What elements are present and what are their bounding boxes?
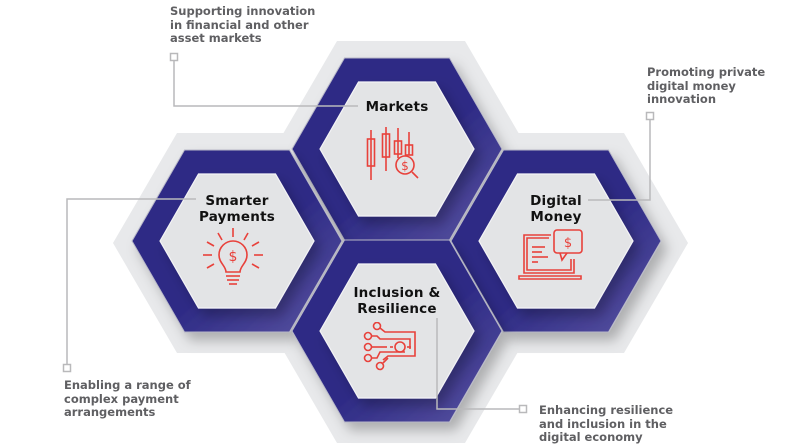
hex-title-inclusion-text: Inclusion & Resilience [353, 285, 441, 317]
callout-markets: Supporting innovation in financial and o… [170, 4, 316, 45]
markets-connector-square [169, 52, 179, 62]
callout-digital-money: Promoting private digital money innovati… [647, 65, 766, 106]
hex-title-inclusion: Inclusion & Resilience [317, 285, 477, 317]
digital-money-connector-square [645, 111, 655, 121]
hex-inner-digital-money [478, 173, 634, 309]
hex-inner-inclusion [319, 263, 475, 399]
hex-inner-markets [319, 81, 475, 217]
connector-lines [62, 52, 655, 414]
candlestick-chart-magnifier-dollar-icon: $ [366, 127, 419, 180]
hex-title-smarter-payments: Smarter Payments [157, 193, 317, 225]
markets-connector [173, 60, 358, 107]
callout-inclusion: Enhancing resilience and inclusion in th… [539, 403, 674, 444]
hex-title-smarter-payments-text: Smarter Payments [199, 193, 275, 225]
inclusion-connector [436, 318, 519, 410]
digital-money-connector [588, 119, 651, 201]
lightbulb-dollar-icon: $ [203, 228, 263, 285]
hex-title-markets: Markets [365, 99, 429, 115]
hex-title-digital-money: Digital Money [476, 193, 636, 225]
circuit-icon [363, 322, 416, 371]
inclusion-connector-square [518, 404, 528, 414]
svg-text:$: $ [401, 159, 409, 173]
hex-title-digital-money-text: Digital Money [530, 193, 582, 225]
smarter-payments-connector [66, 198, 196, 364]
laptop-dollar-chat-icon: $ [518, 229, 583, 280]
smarter-payments-connector-square [62, 363, 72, 373]
callout-smarter-payments: Enabling a range of complex payment arra… [64, 378, 191, 419]
svg-text:$: $ [564, 236, 572, 251]
svg-text:$: $ [229, 249, 238, 265]
